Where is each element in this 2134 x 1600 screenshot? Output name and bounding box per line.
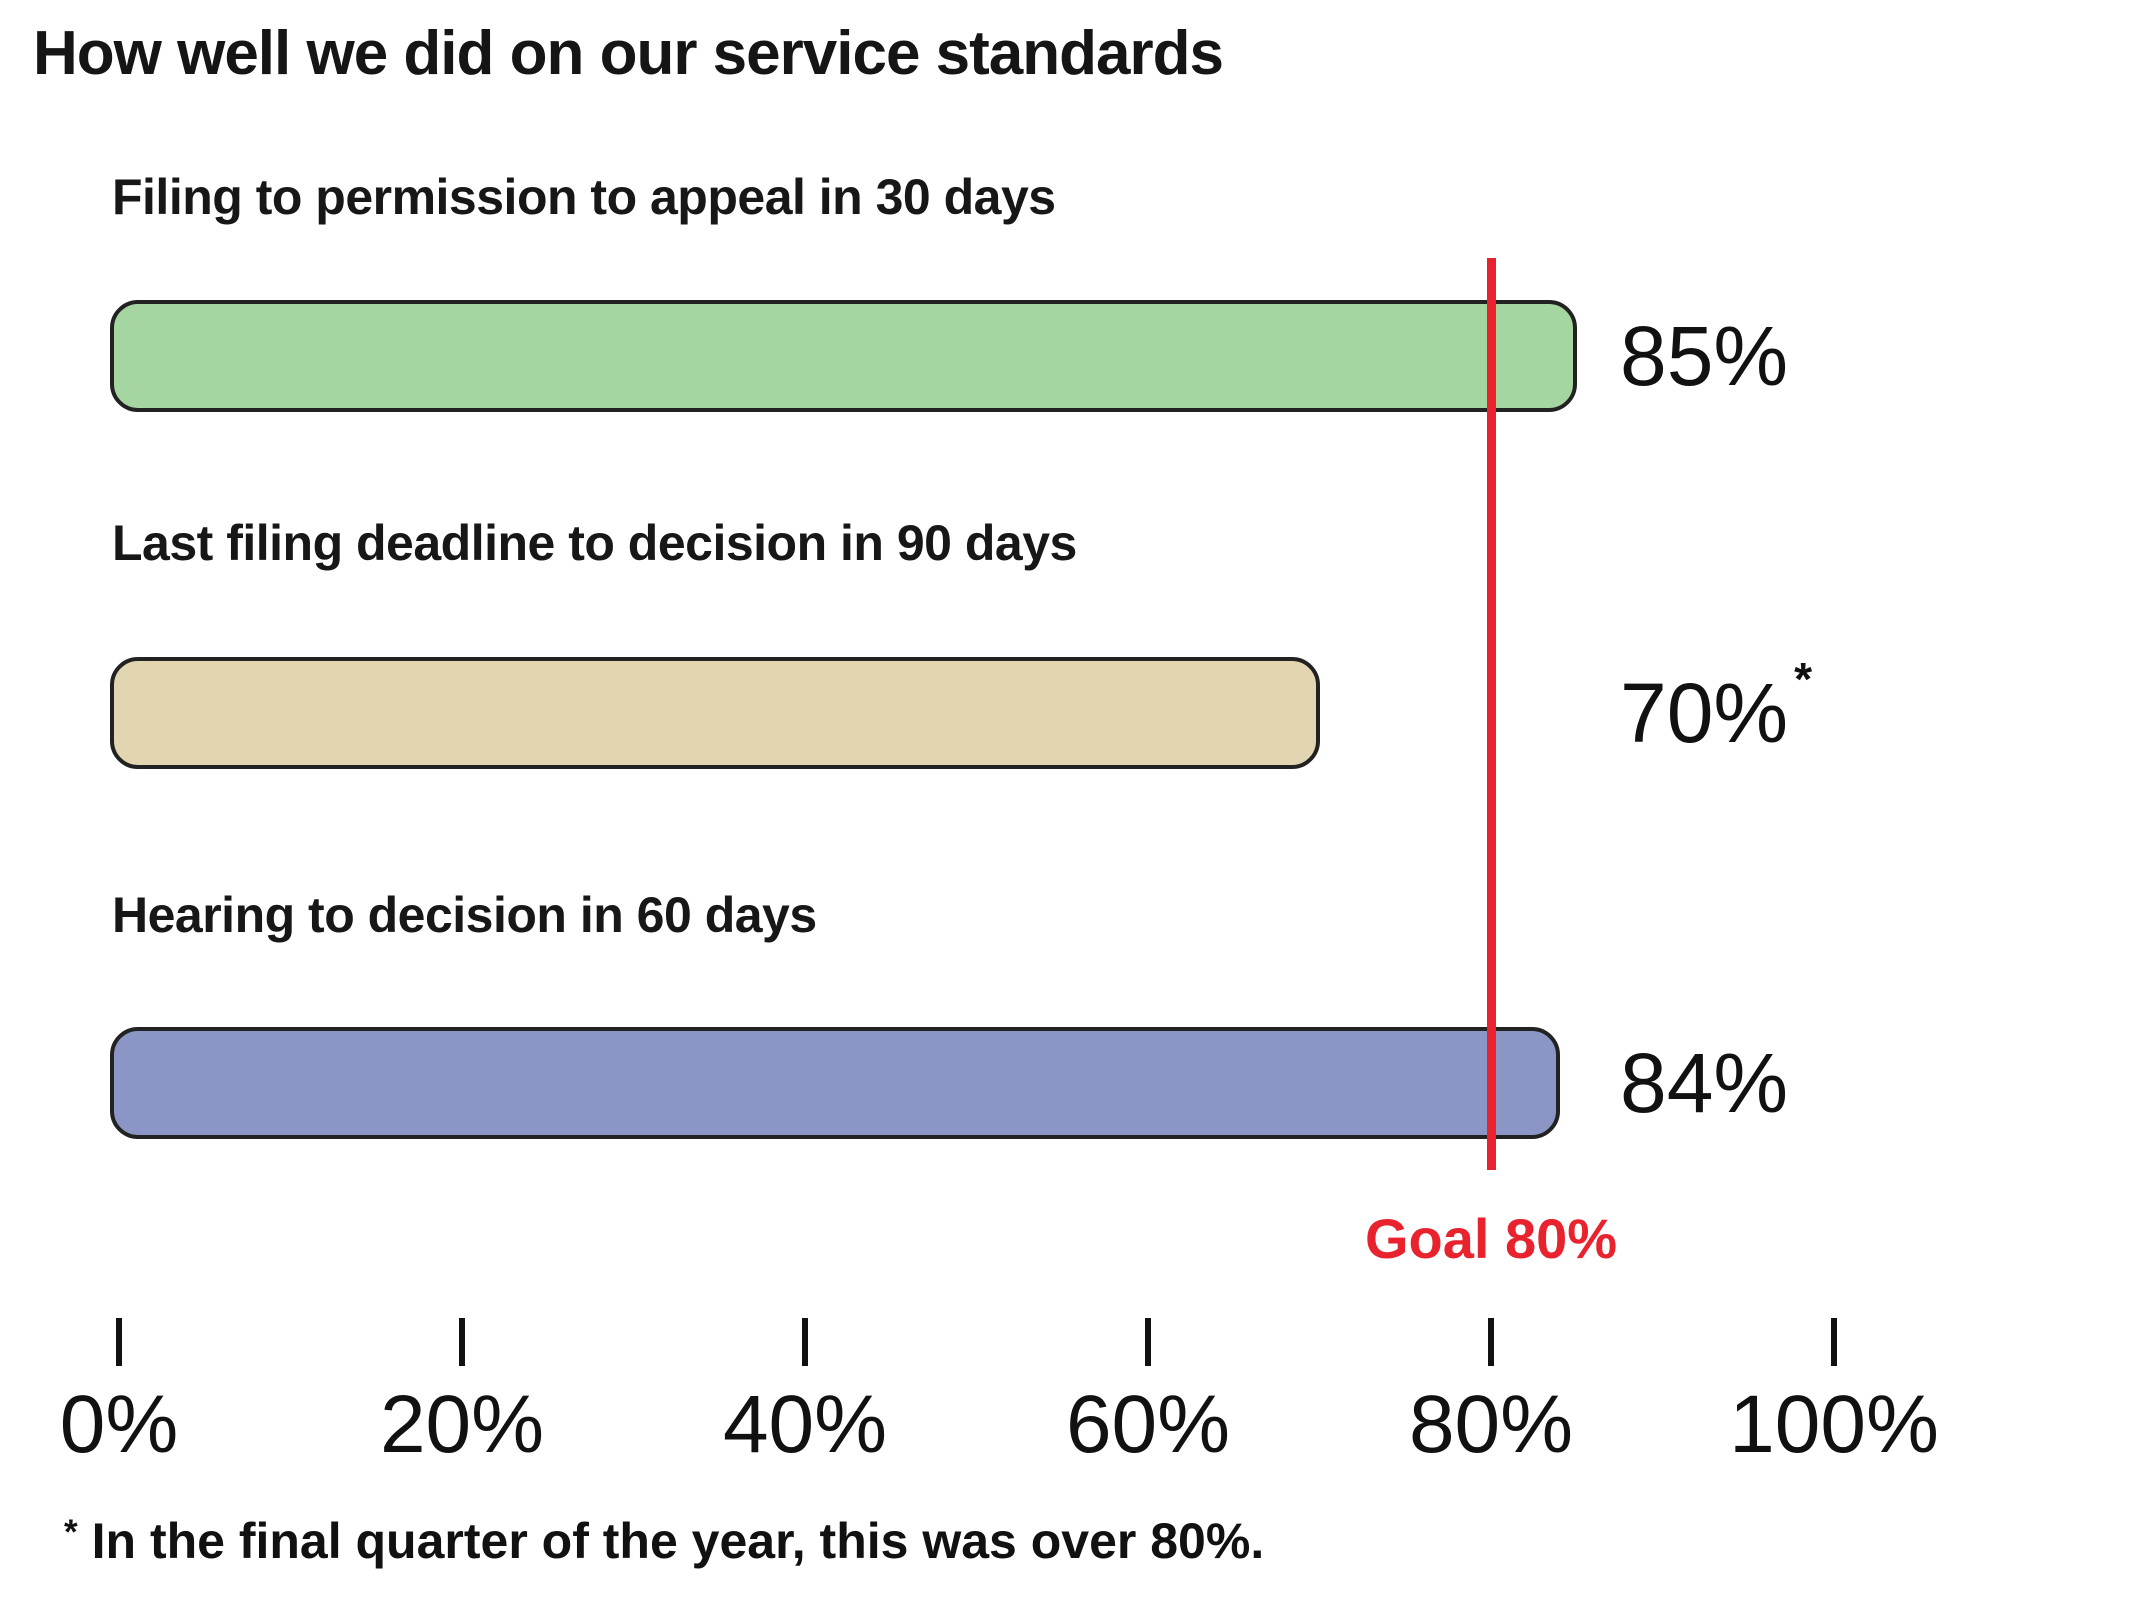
axis-tick-20% bbox=[459, 1318, 465, 1366]
bar-label-last-filing-deadline: Last filing deadline to decision in 90 d… bbox=[112, 515, 1077, 571]
footnote-text: In the final quarter of the year, this w… bbox=[91, 1513, 1265, 1569]
axis-tick-label-60%: 60% bbox=[1065, 1379, 1231, 1470]
bar-label-hearing-to-decision: Hearing to decision in 60 days bbox=[112, 887, 817, 943]
axis-tick-40% bbox=[802, 1318, 808, 1366]
axis-tick-label-40%: 40% bbox=[722, 1379, 888, 1470]
value-label-84: 84% bbox=[1620, 1027, 1788, 1139]
value-label-70: 70%* bbox=[1620, 653, 1812, 769]
value-asterisk: * bbox=[1794, 653, 1813, 705]
axis-tick-0% bbox=[116, 1318, 122, 1366]
axis-tick-label-20%: 20% bbox=[379, 1379, 545, 1470]
axis-tick-label-100%: 100% bbox=[1729, 1379, 1939, 1470]
axis-tick-80% bbox=[1488, 1318, 1494, 1366]
axis-tick-60% bbox=[1145, 1318, 1151, 1366]
chart-title: How well we did on our service standards bbox=[33, 19, 1224, 88]
value-text: 84% bbox=[1620, 1035, 1789, 1130]
axis-tick-100% bbox=[1831, 1318, 1837, 1366]
bar-last-filing-deadline bbox=[110, 657, 1320, 769]
bar-label-filing-to-permission: Filing to permission to appeal in 30 day… bbox=[112, 169, 1056, 225]
value-text: 70% bbox=[1620, 665, 1789, 760]
axis-tick-label-80%: 80% bbox=[1408, 1379, 1574, 1470]
goal-line bbox=[1487, 258, 1496, 1170]
goal-line-label: Goal 80% bbox=[1364, 1207, 1618, 1270]
footnote-asterisk: * bbox=[64, 1513, 78, 1552]
value-label-85: 85% bbox=[1620, 300, 1788, 412]
axis-tick-label-0%: 0% bbox=[59, 1379, 179, 1470]
footnote: * In the final quarter of the year, this … bbox=[64, 1512, 1264, 1570]
value-text: 85% bbox=[1620, 308, 1789, 403]
bar-hearing-to-decision bbox=[110, 1027, 1560, 1139]
bar-filing-to-permission bbox=[110, 300, 1577, 412]
